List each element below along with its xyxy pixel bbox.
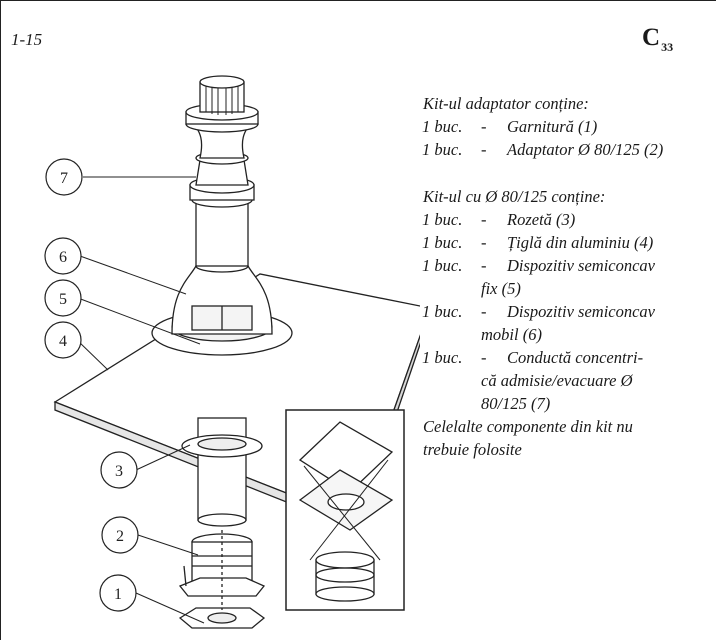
footer-note-1: Celelalte componente din kit nu: [423, 417, 633, 436]
inset-detail: [285, 409, 405, 611]
callout-circle-1: [99, 574, 137, 612]
callout-circles: [44, 158, 139, 612]
kit-item-2: 1 buc.-Țiglă din aluminiu (4): [422, 233, 654, 252]
duct-lower: [195, 199, 249, 267]
callout-2: 2: [116, 528, 124, 545]
callout-3: 3: [115, 463, 123, 480]
inset-adapter-ring: [315, 567, 375, 583]
kit-item-1: 1 buc.-Rozetă (3): [422, 210, 576, 229]
inset-adapter-base: [315, 586, 375, 602]
callout-1: 1: [114, 586, 122, 603]
rosette-inner: [197, 437, 247, 451]
callout-7: 7: [60, 170, 68, 187]
inset-adapter-top: [315, 551, 375, 569]
kit-item-4-cont: mobil (6): [481, 325, 542, 344]
mode-subscript: 33: [661, 40, 674, 54]
callout-circle-7: [45, 158, 83, 196]
callout-circle-2: [101, 516, 139, 554]
callout-numbers: 7 6 5 4 3 2 1: [59, 170, 124, 603]
callout-circle-6: [44, 237, 82, 275]
assembly-drawing: 7 6 5 4 3 2 1: [44, 75, 420, 629]
adapter-kit-title: Kit-ul adaptator conține:: [423, 94, 589, 113]
footer-note-2: trebuie folosite: [423, 440, 522, 459]
gasket-hole: [207, 612, 237, 624]
duct-below-plate: [197, 417, 247, 521]
kit-item-5-cont2: 80/125 (7): [481, 394, 551, 413]
concentric-kit-title: Kit-ul cu Ø 80/125 conține:: [423, 187, 606, 206]
leader-lines: [76, 176, 205, 624]
adapter-screw: [183, 565, 187, 587]
mode-main: C: [642, 24, 661, 51]
inset-cross-2: [309, 459, 389, 561]
kit-item-3: 1 buc.-Dispozitiv semiconcav: [422, 256, 656, 275]
cap-ribs: [205, 84, 239, 115]
inset-hole: [327, 493, 365, 511]
terminal-cap-top: [199, 75, 245, 89]
installation-mode-label: C33: [642, 24, 673, 55]
callout-6: 6: [59, 249, 67, 266]
kit-item-4: 1 buc.-Dispozitiv semiconcav: [422, 302, 656, 321]
figure-number: 1-15: [11, 30, 43, 49]
adapter-item-2: 1 buc.-Adaptator Ø 80/125 (2): [422, 140, 664, 159]
adapter-item-1: 1 buc.-Garnitură (1): [422, 117, 598, 136]
callout-5: 5: [59, 291, 67, 308]
inset-cross-1: [303, 465, 381, 561]
callout-circle-4: [44, 321, 82, 359]
callout-circle-3: [100, 451, 138, 489]
callout-circle-5: [44, 279, 82, 317]
kit-item-5-cont: că admisie/evacuare Ø: [481, 371, 633, 390]
kit-item-3-cont: fix (5): [481, 279, 521, 298]
callout-4: 4: [59, 333, 67, 350]
kit-item-5: 1 buc.-Conductă concentri-: [422, 348, 644, 367]
duct-below-end: [197, 513, 247, 527]
